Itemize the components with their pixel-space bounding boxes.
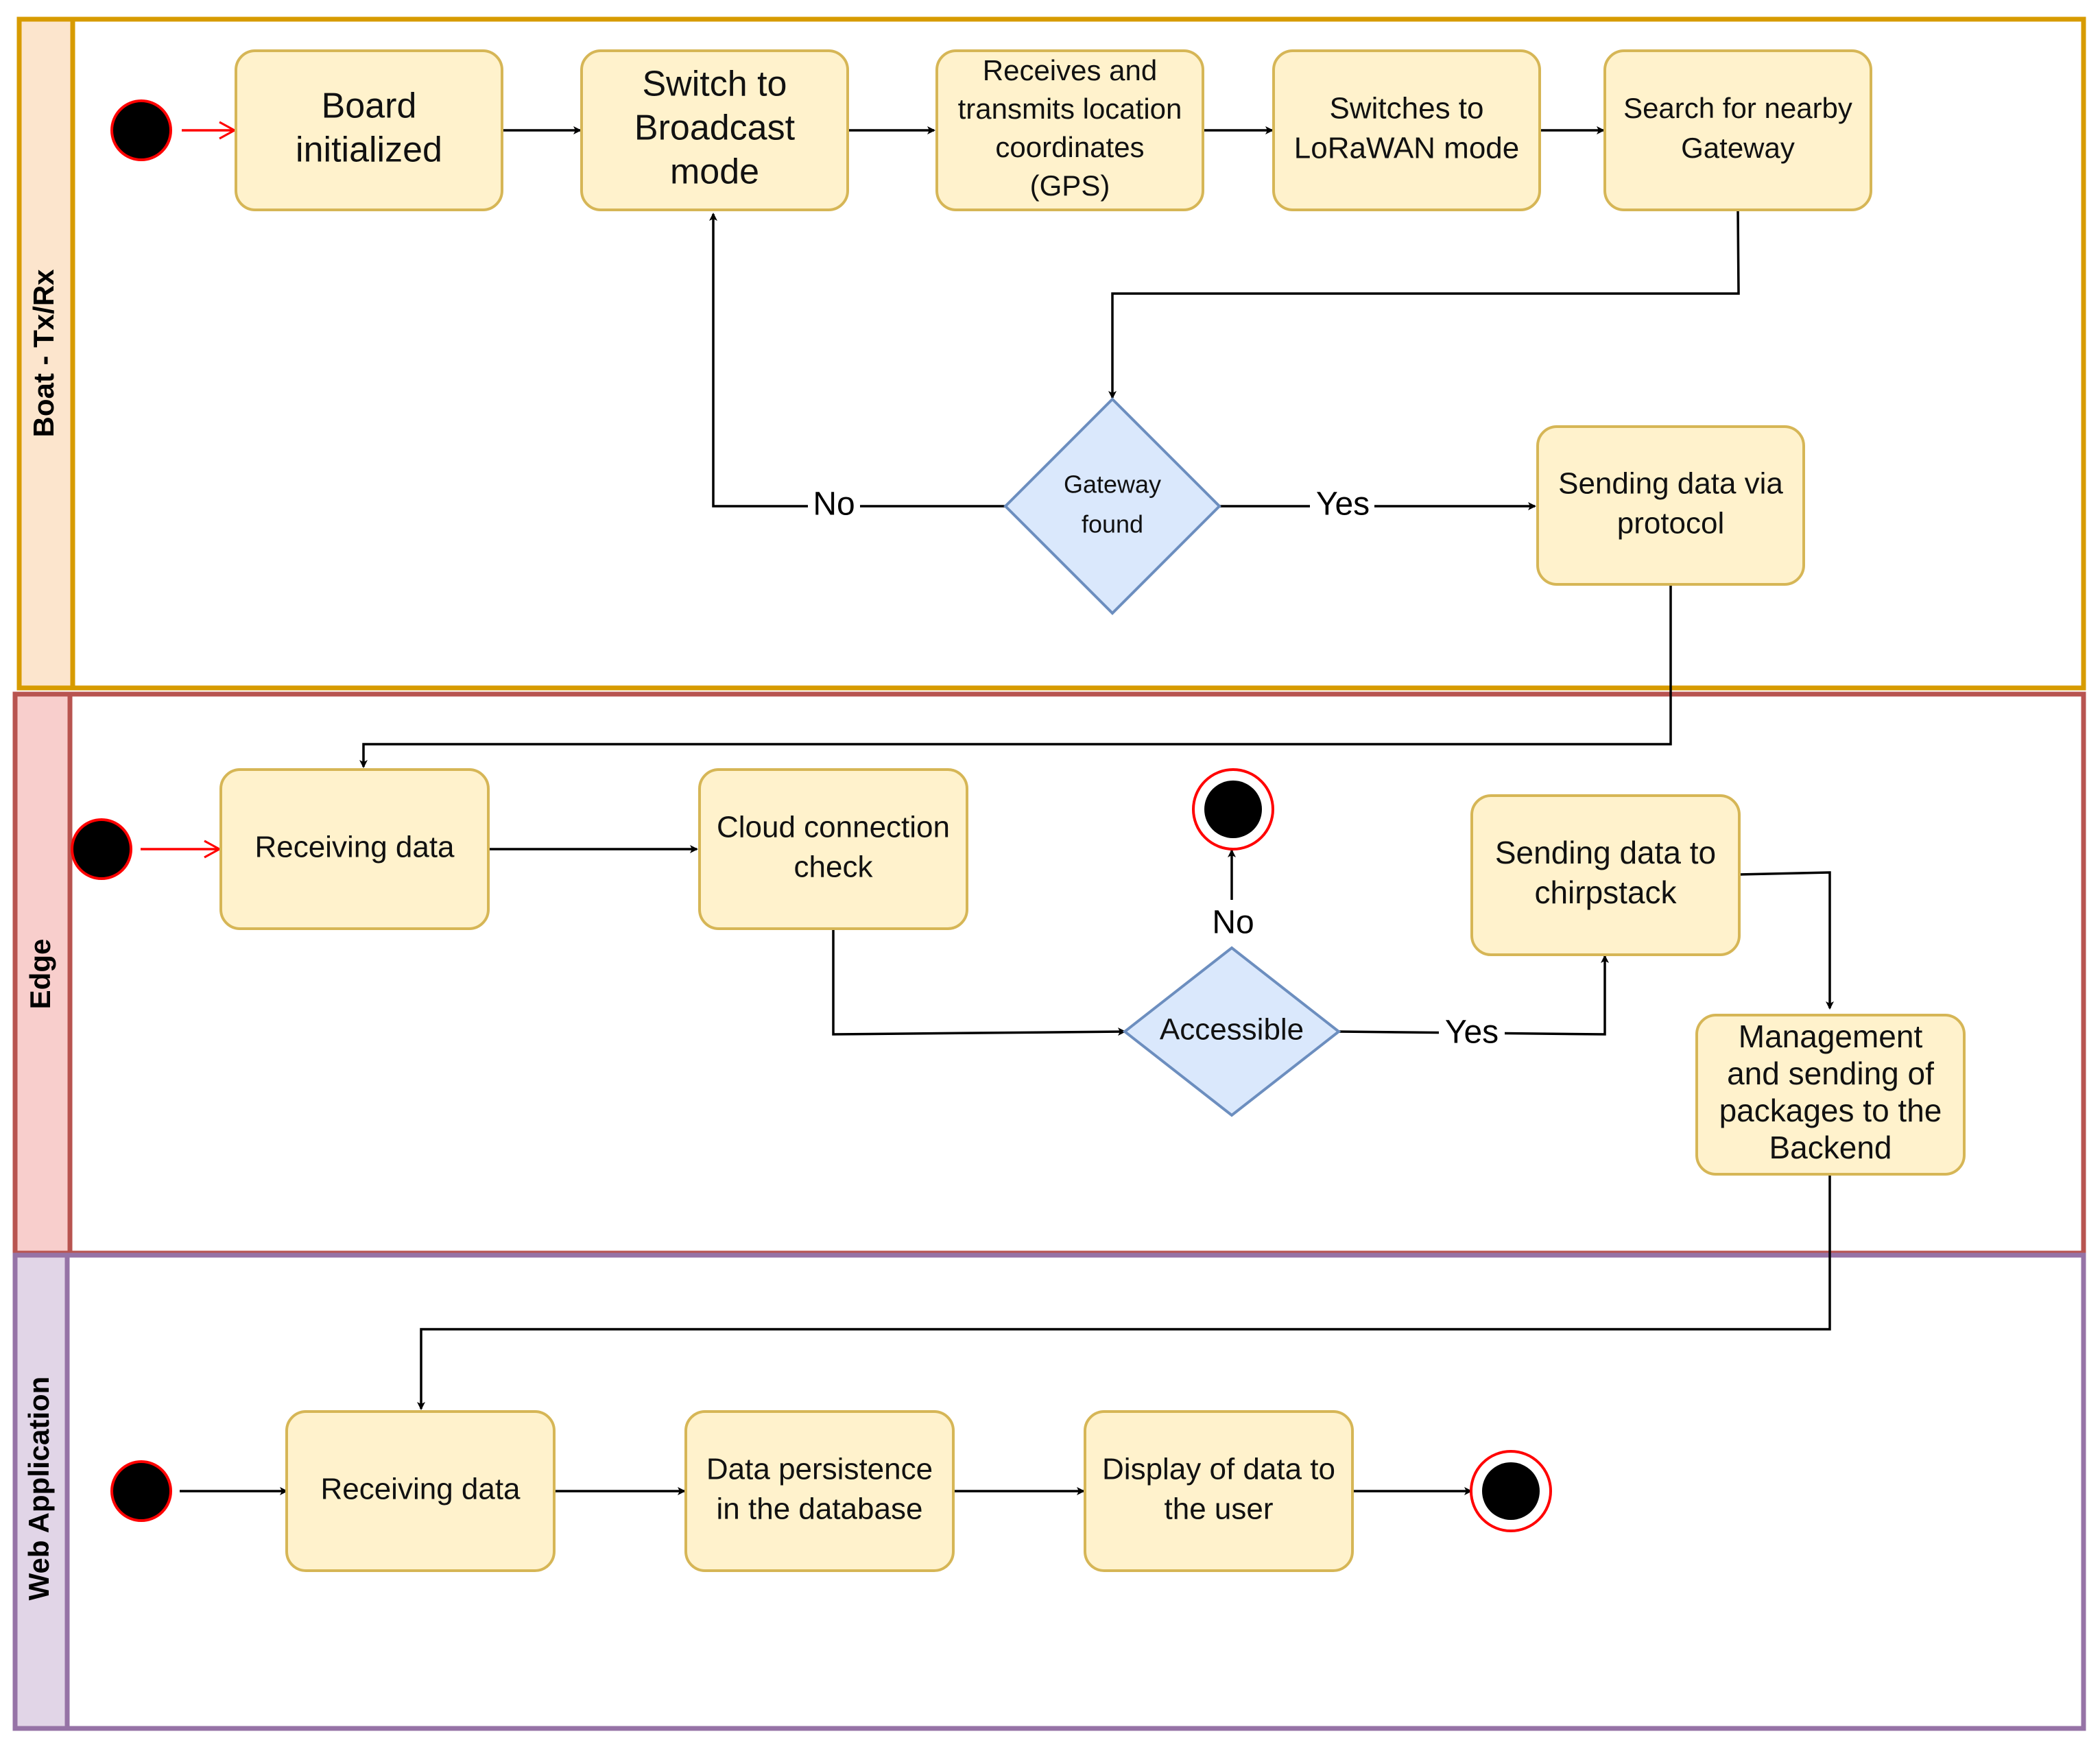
chirpstack-label-line: chirpstack	[1534, 874, 1677, 910]
persistence-label-line: in the database	[717, 1492, 923, 1526]
cloud-check-box	[698, 768, 968, 930]
web-receiving-box	[285, 1410, 556, 1572]
gps-activity: Receives and transmits location coordinate…	[935, 49, 1204, 211]
display-label-line: the user	[1165, 1492, 1274, 1526]
cloud-check-label-line: Cloud connection	[717, 811, 950, 844]
gateway-yes-label: Yes	[1316, 486, 1370, 523]
search-label-line: Search for nearby	[1623, 92, 1852, 124]
display-activity: Display of data to the user	[1084, 1410, 1354, 1572]
sending-protocol-label-line: protocol	[1617, 507, 1725, 540]
sending-protocol-box	[1536, 425, 1805, 586]
chirpstack-label-line: Sending data to	[1495, 835, 1716, 870]
gw-found-label-line: found	[1082, 510, 1143, 538]
cloud-check-activity: Cloud connection check	[698, 768, 968, 930]
management-label-line: packages to the	[1719, 1093, 1942, 1128]
display-label-line: Display of data to	[1102, 1453, 1335, 1486]
edge-receiving-label-line: Receiving data	[254, 831, 455, 864]
lorawan-label-line: Switches to	[1330, 92, 1484, 126]
gps-label-line: transmits location	[958, 93, 1182, 125]
board-label-line: Board	[322, 86, 417, 126]
accessible-label-line: Accessible	[1160, 1013, 1304, 1047]
persistence-label-line: Data persistence	[706, 1453, 933, 1486]
edge-receiving-activity: Receiving data	[219, 768, 490, 930]
gw-found-decision: Gateway found	[1003, 397, 1221, 615]
broadcast-label-line: mode	[670, 152, 759, 192]
boat-start-node	[110, 99, 172, 161]
edge-start-node	[71, 818, 132, 880]
gw-no-label-bg	[808, 484, 860, 525]
gateway-no-to-broadcast-arrow	[709, 213, 1005, 508]
accessible-yes-to-chirpstack-arrow	[1338, 955, 1609, 1036]
broadcast-label-line: Switch to	[643, 64, 787, 104]
sending-protocol-label-line: Sending data via	[1558, 467, 1783, 501]
accessible-no-label: No	[1212, 905, 1254, 941]
board-box	[235, 49, 503, 211]
management-box	[1695, 1014, 1966, 1176]
broadcast-label-line: Broadcast	[634, 108, 796, 148]
persistence-box	[684, 1410, 955, 1572]
lane-web-title: Web Application	[23, 1377, 55, 1601]
lorawan-box	[1272, 49, 1541, 211]
web-start-node	[110, 1460, 172, 1522]
accessible-diamond	[1122, 946, 1341, 1117]
cloud-check-label-line: check	[794, 850, 874, 884]
search-to-gateway-arrow	[1108, 209, 1740, 399]
chirpstack-box	[1470, 794, 1741, 956]
acc-no-label-bg	[1204, 904, 1259, 945]
gw-yes-label-bg	[1310, 484, 1374, 525]
gateway-no-label: No	[813, 486, 855, 523]
lorawan-label-line: LoRaWAN mode	[1294, 132, 1520, 165]
start-end-nodes	[71, 99, 1552, 1532]
edge-labels: No Yes No Yes	[808, 484, 1505, 1054]
search-box	[1603, 49, 1872, 211]
lane-edge-title: Edge	[24, 939, 56, 1010]
accessible-decision: Accessible	[1122, 946, 1341, 1117]
lane-web-header	[12, 1252, 70, 1731]
sending-protocol-activity: Sending data via protocol	[1536, 425, 1805, 586]
web-receiving-label-line: Receiving data	[320, 1473, 521, 1506]
web-receiving-activity: Receiving data	[285, 1410, 556, 1572]
edge-end-node	[1192, 768, 1274, 850]
gps-label-line: (GPS)	[1030, 169, 1110, 202]
gps-box	[935, 49, 1204, 211]
web-end-node	[1470, 1450, 1552, 1532]
connectors	[141, 121, 1834, 1495]
cloud-to-accessible-arrow	[832, 929, 1126, 1036]
display-box	[1084, 1410, 1354, 1572]
gw-found-label-line: Gateway	[1064, 471, 1161, 499]
lane-boat-header	[16, 16, 75, 691]
lane-boat-title: Boat - Tx/Rx	[27, 269, 60, 438]
management-label-line: Management	[1739, 1019, 1923, 1054]
broadcast-box	[580, 49, 849, 211]
acc-yes-label-bg	[1439, 1012, 1505, 1054]
accessible-yes-label: Yes	[1445, 1014, 1499, 1051]
edge-receiving-box	[219, 768, 490, 930]
management-label-line: Backend	[1769, 1130, 1892, 1165]
persistence-activity: Data persistence in the database	[684, 1410, 955, 1572]
chirpstack-activity: Sending data to chirpstack	[1470, 794, 1741, 956]
gw-found-diamond	[1003, 397, 1221, 615]
board-label-line: initialized	[296, 130, 442, 170]
management-to-web-receiving-arrow	[417, 1174, 1831, 1410]
management-label-line: and sending of	[1727, 1056, 1934, 1091]
gps-label-line: Receives and	[983, 54, 1157, 86]
chirpstack-to-management-arrow	[1739, 871, 1834, 1010]
search-label-line: Gateway	[1681, 132, 1795, 164]
lorawan-activity: Switches to LoRaWAN mode	[1272, 49, 1541, 211]
gps-label-line: coordinates	[995, 131, 1144, 163]
sending-to-edge-receiving-arrow	[359, 584, 1672, 768]
